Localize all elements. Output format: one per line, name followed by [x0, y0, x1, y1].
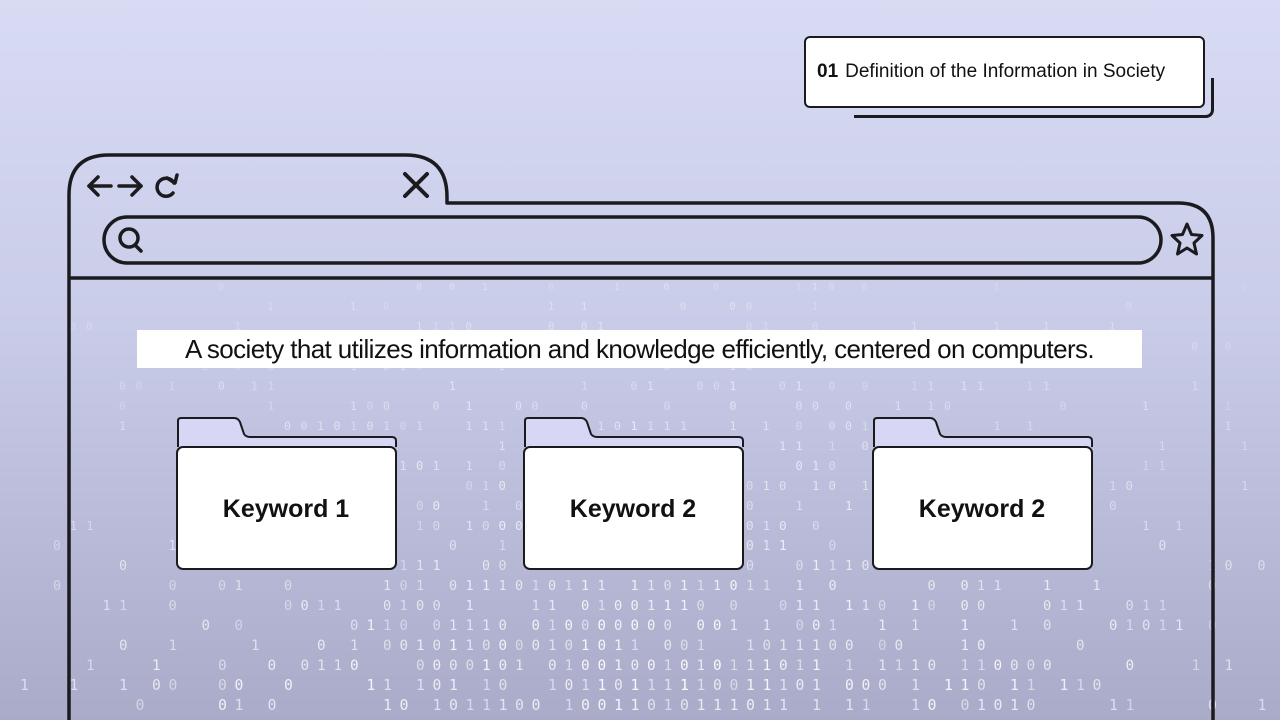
folder-icon — [872, 417, 1093, 570]
search-icon — [118, 227, 143, 253]
section-label-shadow — [854, 78, 1214, 118]
keyword-folder-3[interactable]: Keyword 2 — [872, 417, 1094, 572]
refresh-icon[interactable] — [155, 173, 179, 198]
keyword-folder-2[interactable]: Keyword 2 — [523, 417, 745, 572]
folder-label: Keyword 2 — [918, 494, 1046, 523]
definition-text: A society that utilizes information and … — [137, 330, 1142, 368]
folder-icon — [523, 417, 744, 570]
section-label: 01 Definition of the Information in Soci… — [804, 36, 1205, 108]
section-number: 01 — [817, 61, 839, 82]
folder-icon — [176, 417, 397, 570]
folder-label: Keyword 1 — [222, 494, 350, 523]
arrow-right-icon[interactable] — [117, 175, 143, 197]
browser-frame — [67, 153, 1215, 720]
section-title: Definition of the Information in Society — [845, 61, 1166, 82]
keyword-folder-1[interactable]: Keyword 1 — [176, 417, 398, 572]
address-bar[interactable] — [102, 215, 1163, 265]
star-icon[interactable] — [1170, 222, 1204, 256]
close-icon[interactable] — [403, 172, 429, 198]
folder-label: Keyword 2 — [569, 494, 697, 523]
arrow-left-icon[interactable] — [87, 175, 113, 197]
